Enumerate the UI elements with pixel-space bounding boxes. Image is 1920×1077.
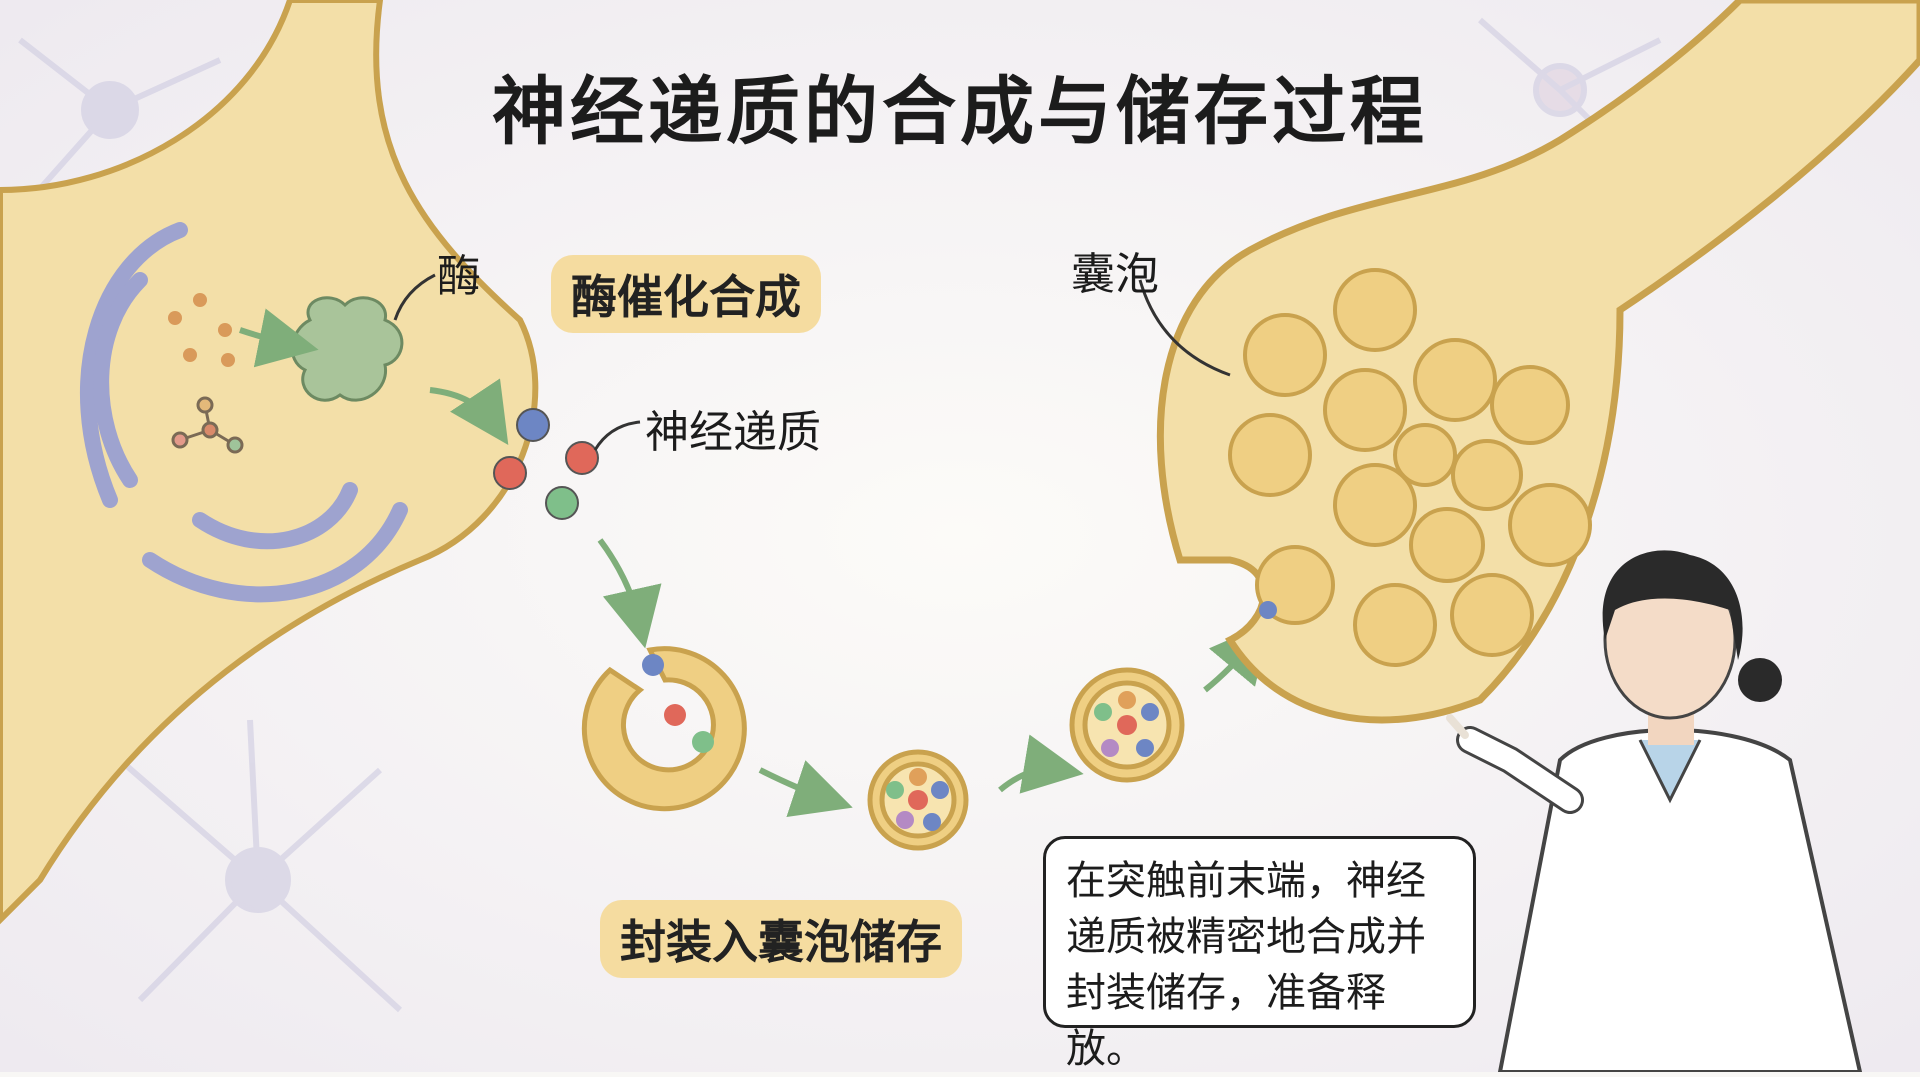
process-arrows — [239, 308, 1271, 818]
label-enzyme: 酶 — [437, 251, 481, 302]
forming-vesicle — [581, 646, 747, 812]
page-title: 神经递质的合成与储存过程 — [492, 69, 1428, 155]
stored-vesicles — [1228, 268, 1592, 667]
label-neurotransmitter: 神经递质 — [645, 407, 821, 458]
label-leaders — [393, 273, 1231, 451]
label-enzyme-catalysis: 酶催化合成 — [551, 255, 821, 333]
vesicle-contents — [886, 691, 1159, 831]
speech-bubble: 在突触前末端，神经递质被精密地合成并封装储存，准备释放。 — [1043, 836, 1476, 1072]
molecule-structure — [171, 396, 244, 454]
presynaptic-terminal — [1156, 0, 1920, 724]
scientist-figure — [1446, 550, 1863, 1072]
precursor-molecules — [168, 293, 235, 367]
golgi-apparatus — [79, 222, 408, 603]
enzyme-shape — [290, 296, 404, 402]
release-molecules — [1259, 601, 1277, 619]
label-vesicle: 囊泡 — [1071, 249, 1159, 300]
neurotransmitter-molecules — [493, 408, 599, 520]
label-package-storage: 封装入囊泡储存 — [600, 900, 962, 978]
neuron-cell-body — [0, 0, 539, 925]
